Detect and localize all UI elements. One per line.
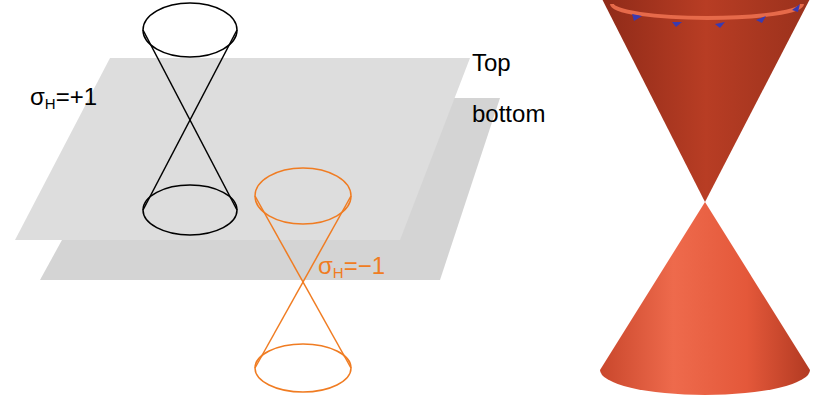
plain-label: σH=−1 — [318, 253, 385, 282]
dirac-cone-bottom — [255, 168, 351, 392]
plain-label: Top — [472, 50, 511, 76]
plain-label: bottom — [472, 101, 545, 127]
plain-label: σH=+1 — [30, 84, 97, 113]
dirac-cone-top — [143, 3, 237, 235]
surface-cone — [600, 0, 812, 395]
top-plane — [15, 58, 470, 240]
